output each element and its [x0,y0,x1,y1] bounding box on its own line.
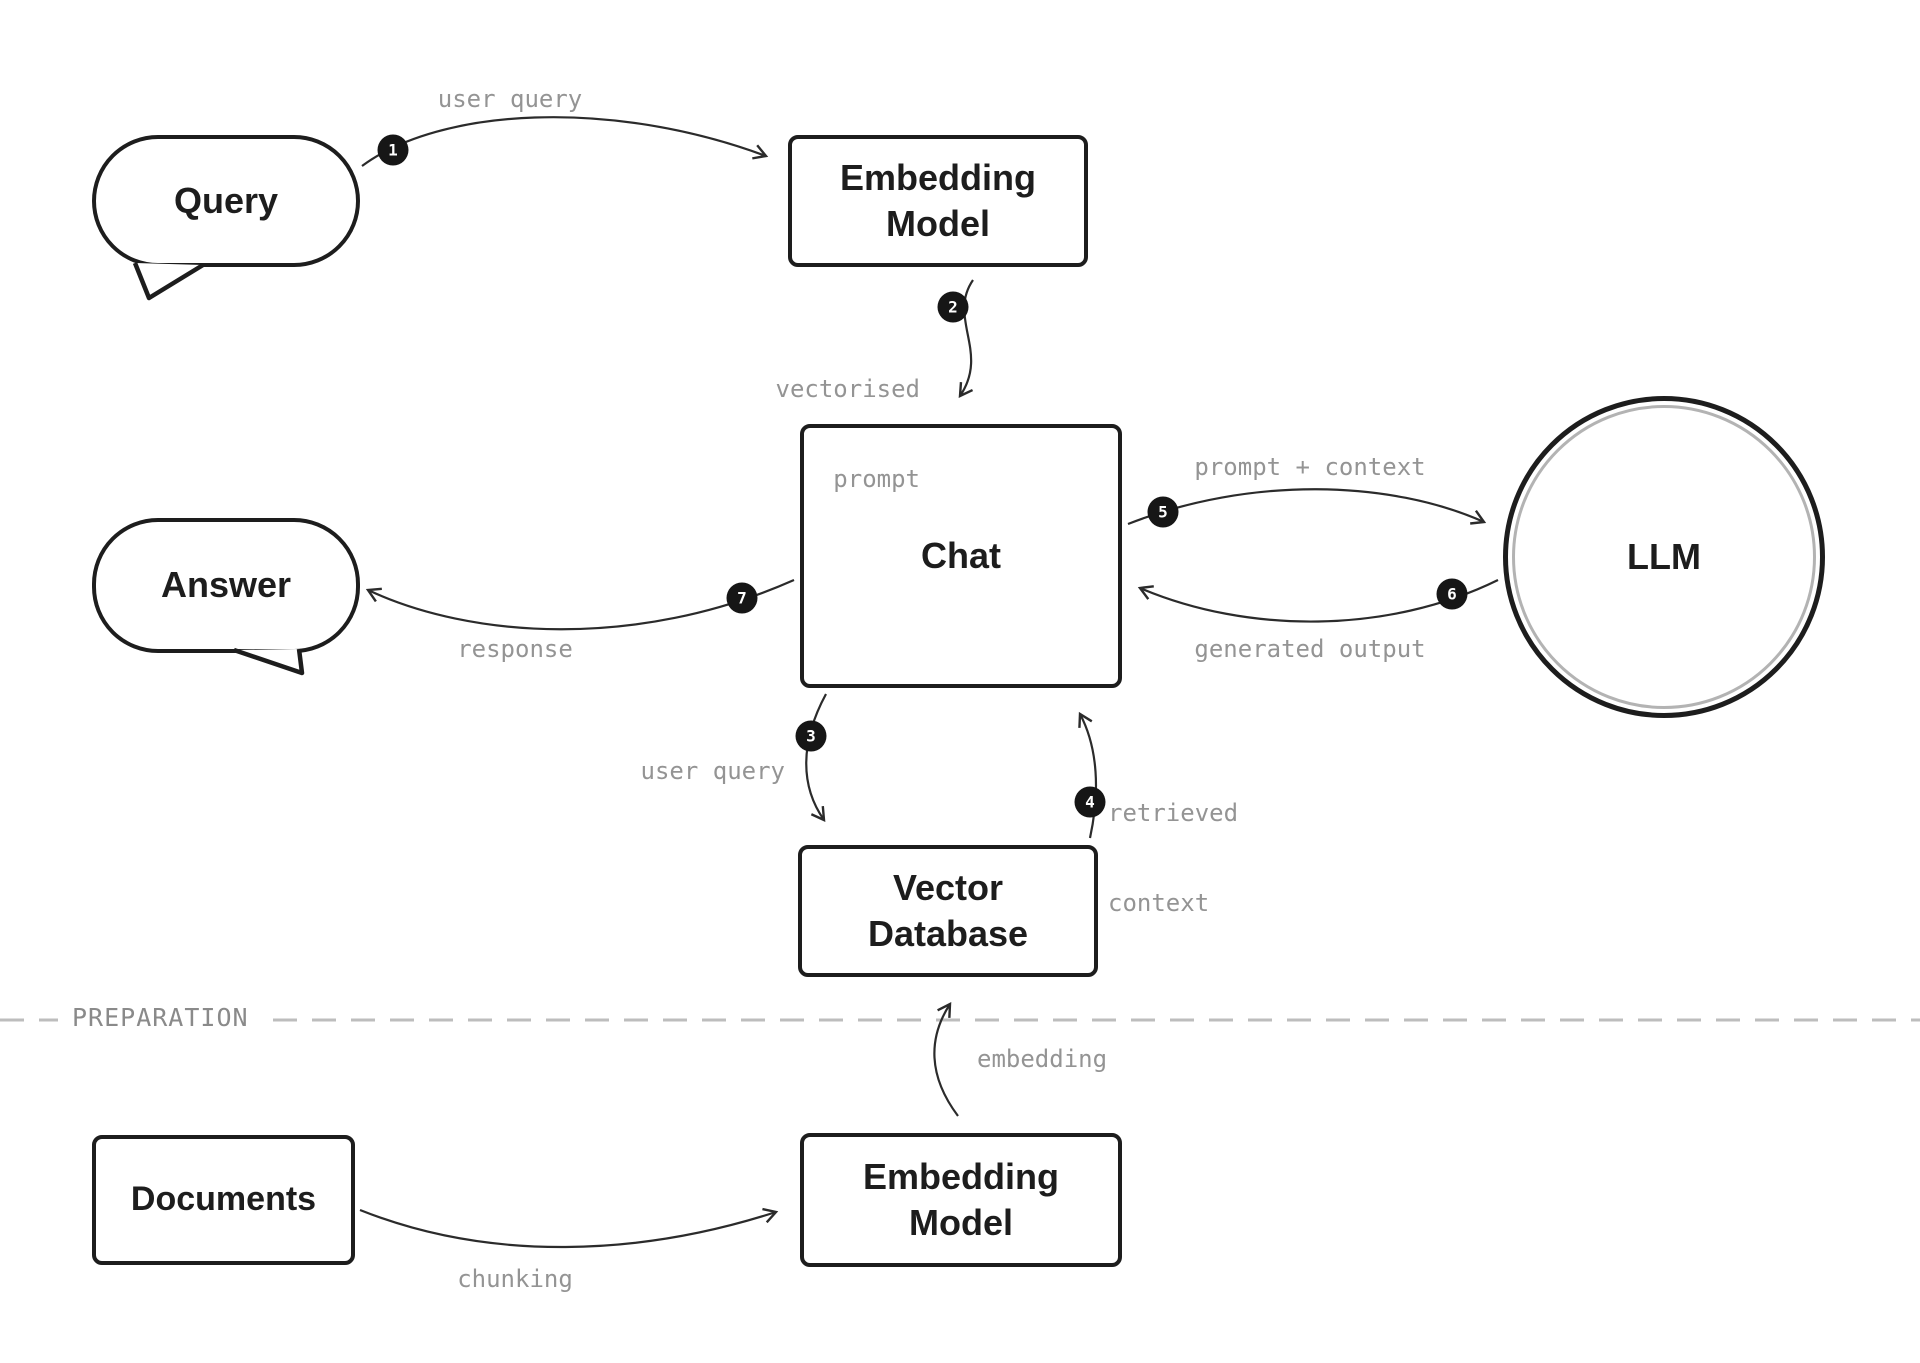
query-bubble-tail [132,262,205,301]
arrow-embedding-to-vector-database [933,1001,959,1117]
label-user-query-bottom: user query [640,757,786,785]
label-vectorised-prompt: vectorised prompt [775,375,921,493]
arrow-user-query-to-embedding [361,116,769,167]
arrow-chat-to-llm [1127,488,1487,526]
step-badge-4: 4 [1074,786,1106,818]
label-generated-output: generated output [1194,635,1426,663]
preparation-divider-label: PREPARATION [58,1003,263,1032]
label-retrieved-context: retrieved context [1108,799,1239,917]
arrow-vectorised-prompt-to-chat [958,279,974,398]
step-badge-5: 5 [1147,496,1179,528]
embedding-model-bottom-line2: Model [909,1202,1013,1243]
step-badge-1: 1 [377,134,409,166]
node-chat: Chat [800,424,1122,688]
node-documents: Documents [92,1135,355,1265]
arrow-documents-chunking [359,1207,779,1249]
node-llm-circle: LLM [1503,396,1825,718]
label-response: response [457,635,573,663]
llm-label: LLM [1627,535,1701,577]
embedding-model-top-line1: Embedding [840,156,1036,198]
node-answer-bubble: Answer [92,518,360,653]
chat-label: Chat [921,534,1001,576]
answer-bubble-tail [233,647,305,676]
step-badge-7: 7 [726,582,758,614]
documents-label: Documents [130,1180,317,1219]
answer-label: Answer [160,564,292,606]
node-embedding-model-bottom: Embedding Model [800,1133,1122,1267]
label-chunking: chunking [457,1265,573,1293]
embedding-model-bottom-line1: Embedding [863,1155,1059,1197]
vector-database-line1: Vector [892,866,1004,908]
arrow-chat-to-vector-database [805,693,827,822]
arrow-vector-database-to-chat [1078,711,1098,839]
step-badge-3: 3 [795,720,827,752]
vector-database-line2: Database [867,913,1029,954]
query-label: Query [173,179,279,221]
step-badge-6: 6 [1436,578,1468,610]
node-vector-database: Vector Database [798,845,1098,977]
label-user-query-top: user query [437,85,583,113]
label-prompt-context: prompt + context [1194,453,1426,481]
node-embedding-model-top: Embedding Model [788,135,1088,267]
embedding-model-top-line2: Model [886,203,990,244]
step-badge-2: 2 [937,291,969,323]
node-query-bubble: Query [92,135,360,267]
label-embedding: embedding [977,1045,1108,1073]
